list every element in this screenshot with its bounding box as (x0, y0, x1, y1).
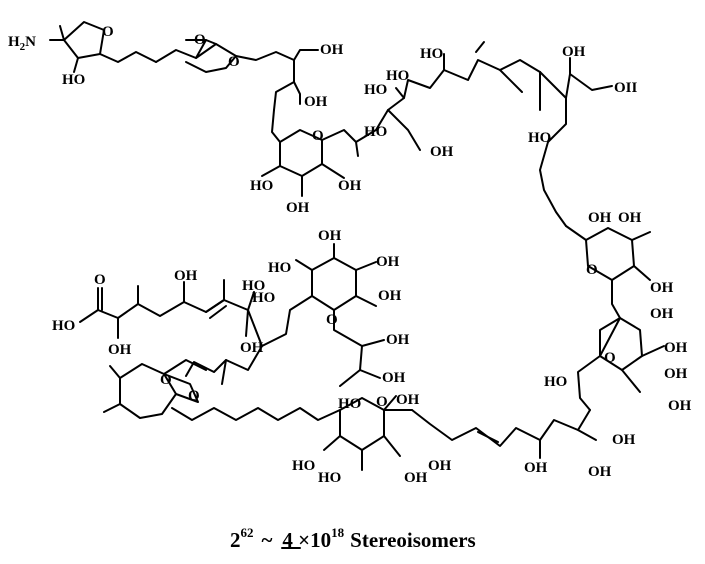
ring-oxygen-label: O (586, 262, 598, 278)
hydroxyl-label: OH (318, 228, 342, 244)
chain-bond (293, 49, 319, 61)
caption-approx: ~ (262, 528, 273, 552)
amine-label: H2N (8, 34, 36, 53)
hydroxyl-label: HO (268, 260, 291, 276)
hydroxyl-label: HO (364, 82, 387, 98)
hydroxyl-label: OII (614, 80, 638, 96)
hydroxyl-label: OH (428, 458, 452, 474)
polyol-chain (539, 97, 567, 227)
hydroxyl-label: OH (396, 392, 420, 408)
hydroxyl-label: OH (320, 42, 344, 58)
hydroxyl-label: HO (544, 374, 567, 390)
hydroxyl-label: OH (382, 370, 406, 386)
hydroxyl-label: OH (108, 342, 132, 358)
hydroxyl-label: HO (318, 470, 341, 486)
chain-bond (271, 109, 281, 143)
pyran-ring-a: O HO OH OH (250, 128, 362, 216)
ring-oxygen-label: O (376, 394, 388, 410)
amino-furanose-ring: H2N HO O (8, 21, 157, 88)
caption-suffix: Stereoisomers (350, 528, 476, 552)
lower-bicyclic-ketal: O O (103, 359, 207, 419)
ring-oxygen-label: O (312, 128, 324, 144)
polyol-chain (539, 71, 613, 99)
hydroxyl-label: OH (240, 340, 264, 356)
hydroxyl-label: HO (252, 290, 275, 306)
ring-oxygen-label: O (102, 24, 114, 40)
hydroxyl-label: OH (404, 470, 428, 486)
hydroxyl-label: HO (62, 72, 85, 88)
hydroxyl-label: HO (364, 124, 387, 140)
hydroxyl-label: OH (562, 44, 586, 60)
pyran-ring-d: O OH HO HO OH OH (292, 392, 452, 486)
hydroxyl-label: HO (250, 178, 273, 194)
hydroxyl-label: OH (618, 210, 642, 226)
hydroxyl-label: HO (386, 68, 409, 84)
hydroxyl-label: OH (664, 340, 688, 356)
caption-power: 18 (331, 525, 345, 540)
hydroxyl-label: OH (588, 464, 612, 480)
ketal-oxygen-label-1: O (160, 372, 172, 388)
ketal-oxygen-label-1: O (194, 32, 206, 48)
hydroxyl-label: OH (286, 200, 310, 216)
hydroxyl-label: OH (650, 306, 674, 322)
hydroxyl-label: OH (612, 432, 636, 448)
chain-bond (273, 81, 295, 111)
caption-exponent: 62 (241, 525, 254, 540)
hydroxyl-label: OH (668, 398, 692, 414)
chain-bond (293, 59, 301, 105)
polyol-chain (355, 59, 541, 143)
ketal-oxygen-label-2: O (228, 54, 240, 70)
hydroxyl-label: OH (304, 94, 328, 110)
ring-oxygen-label: O (604, 350, 616, 366)
hydroxyl-label: OH (430, 144, 454, 160)
chain-bond (387, 109, 421, 151)
hydroxyl-label: OH (664, 366, 688, 382)
hydroxyl-label: OH (174, 268, 198, 284)
caption-base: 2 (230, 528, 241, 552)
pyran-ring-b: O OH OH (565, 225, 674, 322)
ring-oxygen-label: O (326, 312, 338, 328)
double-bond (477, 431, 499, 443)
hydroxyl-label: HO (338, 396, 361, 412)
hydroxyl-label: OH (376, 254, 400, 270)
chain-bond (577, 429, 597, 441)
hydroxyl-label: HO (420, 46, 443, 62)
chain-bond (499, 69, 523, 93)
carbonyl-oxygen-label: O (94, 272, 106, 288)
pyran-ring-e: O OH OH HO OH OH OH HO HO (252, 228, 410, 412)
pyran-ring-c: O OH OH OH HO OH (544, 317, 692, 448)
hydroxyl-label: HO (528, 130, 551, 146)
hydroxyl-label: HO (292, 458, 315, 474)
exo-methylene (475, 41, 485, 53)
alkyl-chain (171, 407, 341, 421)
hydroxyl-label: OH (386, 332, 410, 348)
hydroxyl-label: HO (242, 278, 265, 294)
ketal-oxygen-label-2: O (188, 388, 200, 404)
chain-bond (395, 87, 405, 99)
polyene-chain (411, 409, 591, 447)
bicyclic-ketal: O O (155, 32, 295, 73)
hydroxyl-label: OH (378, 288, 402, 304)
carboxylic-acid-fragment: O HO OH OH HO OH (52, 268, 265, 385)
hydroxyl-label: OH (338, 178, 362, 194)
acid-hydroxyl-label: HO (52, 318, 75, 334)
hydroxyl-label: OH (650, 280, 674, 296)
hydroxyl-label: OH (588, 210, 612, 226)
hydroxyl-label: OH (524, 460, 548, 476)
